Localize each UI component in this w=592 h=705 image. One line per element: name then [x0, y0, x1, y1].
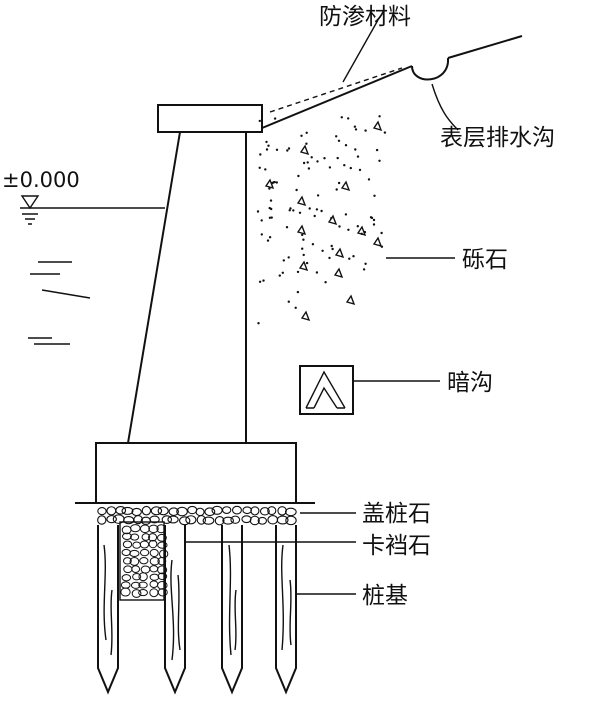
- label-culvert: 暗沟: [447, 370, 493, 396]
- culvert: [299, 365, 354, 415]
- cap-stone-layer: [97, 505, 297, 526]
- wall-cap: [157, 104, 263, 133]
- wall-body: [127, 131, 247, 444]
- label-surface-drain: 表层排水沟: [440, 125, 555, 151]
- pile: [221, 525, 243, 695]
- water-level-marker: [20, 195, 165, 345]
- pile: [164, 525, 186, 695]
- pile-group: [97, 525, 297, 695]
- pile: [97, 525, 119, 695]
- label-pile: 桩基: [362, 583, 408, 609]
- label-gravel: 砾石: [462, 247, 508, 273]
- wall-footing: [95, 442, 297, 504]
- culvert-chevron-icon: [305, 370, 346, 409]
- ground-slope: [261, 35, 523, 129]
- label-wedge-stone: 卡裆石: [362, 533, 431, 559]
- wedge-stone-fill: [119, 521, 169, 601]
- label-seepage-material: 防渗材料: [319, 4, 411, 30]
- gravel-backfill: [256, 115, 387, 325]
- label-cap-stone: 盖桩石: [362, 501, 431, 527]
- water-level-triangle-icon: [20, 195, 40, 210]
- label-water-level: ±0.000: [2, 168, 80, 192]
- surface-drain-ditch: [411, 57, 450, 81]
- leader-lines: [185, 19, 459, 595]
- pile: [275, 525, 297, 695]
